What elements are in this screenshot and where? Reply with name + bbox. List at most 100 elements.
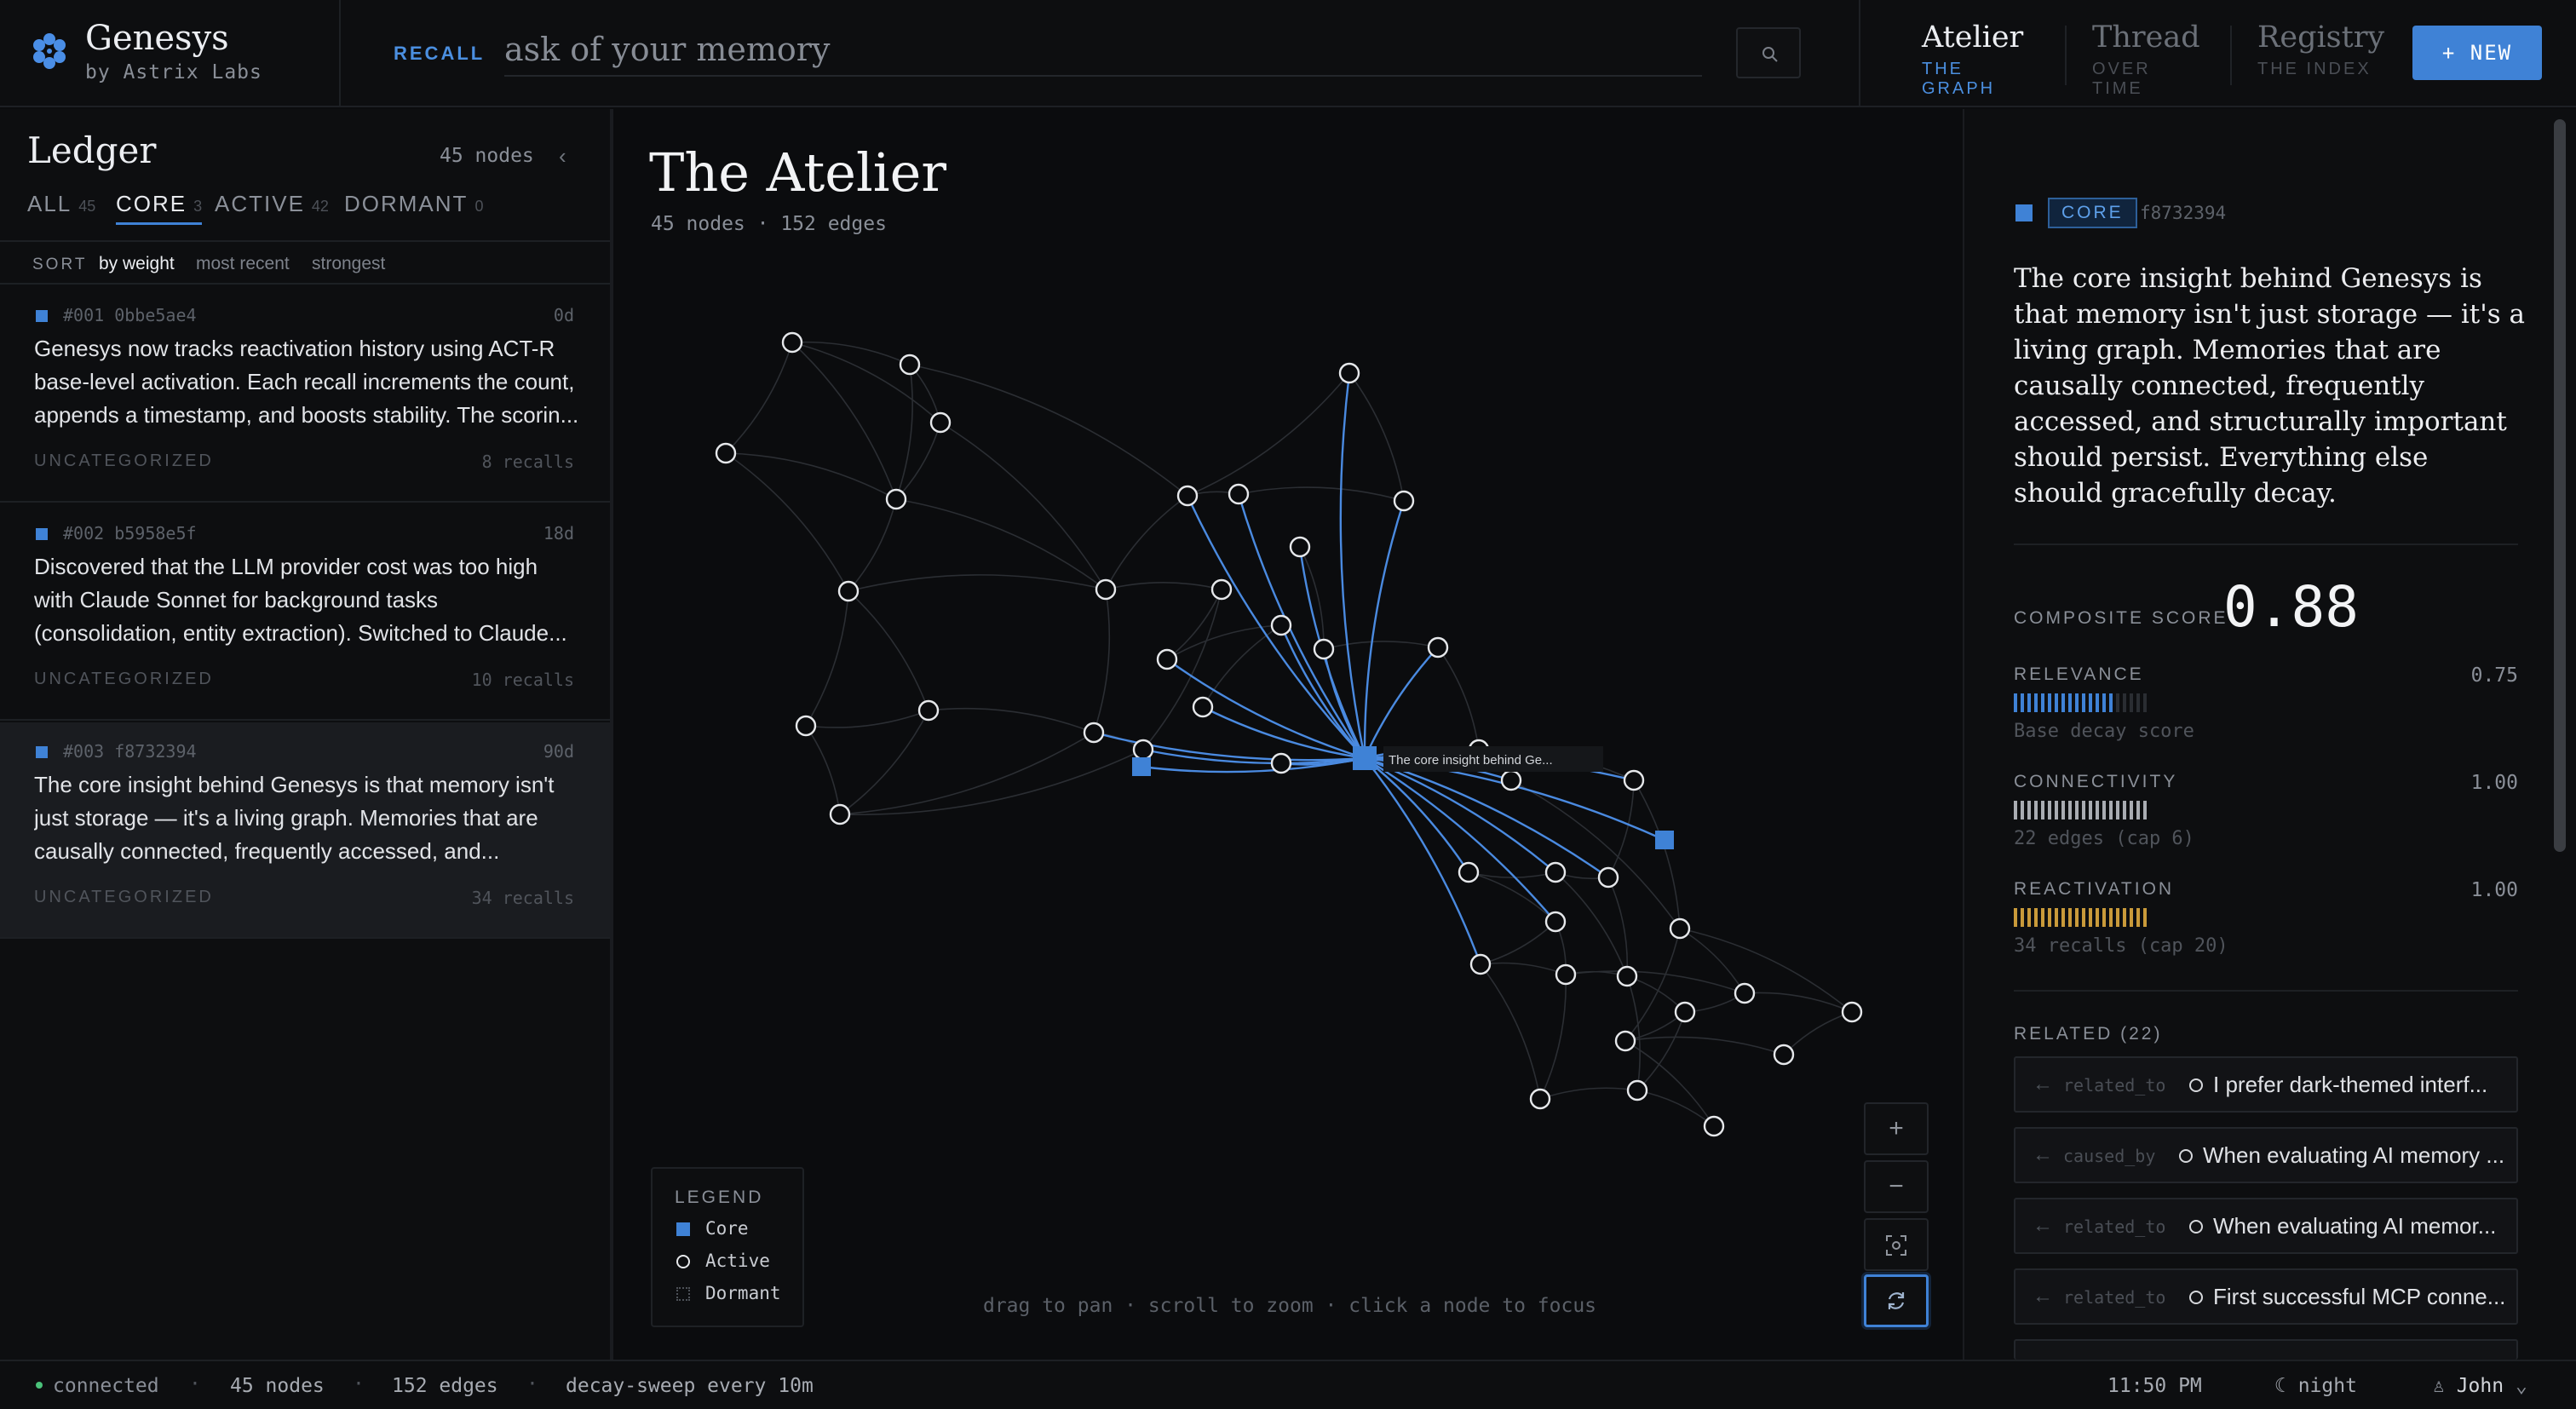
- filter-all-label: ALL: [27, 191, 72, 216]
- detail-scrollbar[interactable]: [2554, 119, 2566, 852]
- metric-tick: [2082, 801, 2085, 820]
- active-node-icon: [2189, 1078, 2203, 1092]
- graph-edge: [1624, 928, 1681, 1042]
- metric-tick: [2068, 908, 2072, 927]
- active-node[interactable]: [1544, 911, 1567, 933]
- active-node[interactable]: [1669, 917, 1691, 940]
- related-item[interactable]: ← related_to First successful MCP conne.…: [2014, 1268, 2518, 1325]
- focused-core-node[interactable]: [1353, 746, 1377, 770]
- sort-row: SORT by weight most recent strongest: [0, 240, 610, 285]
- related-item[interactable]: ← related_to When evaluating AI memor...: [2014, 1198, 2518, 1254]
- metric-tick: [2075, 693, 2079, 712]
- active-node[interactable]: [1338, 362, 1360, 384]
- active-node[interactable]: [929, 411, 952, 434]
- active-node[interactable]: [1469, 953, 1492, 975]
- active-node[interactable]: [1210, 578, 1233, 601]
- metric-tick: [2055, 801, 2058, 820]
- active-node[interactable]: [1270, 614, 1292, 636]
- metric-tick: [2041, 908, 2044, 927]
- active-node[interactable]: [795, 715, 817, 737]
- active-node[interactable]: [715, 442, 737, 464]
- active-node[interactable]: [885, 488, 907, 510]
- active-node[interactable]: [1623, 769, 1645, 791]
- active-node[interactable]: [781, 331, 803, 354]
- active-node[interactable]: [1529, 1088, 1551, 1110]
- graph-edge: [839, 710, 929, 815]
- related-item[interactable]: ← caused_by When evaluating AI memory ..…: [2014, 1127, 2518, 1183]
- active-node[interactable]: [1773, 1044, 1795, 1066]
- active-node[interactable]: [1192, 696, 1214, 718]
- active-node[interactable]: [1083, 722, 1105, 744]
- related-item[interactable]: ← related_to I prefer dark-themed interf…: [2014, 1056, 2518, 1113]
- zoom-in-button[interactable]: +: [1864, 1102, 1929, 1155]
- active-node[interactable]: [837, 580, 860, 602]
- active-node[interactable]: [1544, 861, 1567, 883]
- core-node[interactable]: [1132, 757, 1151, 776]
- sort-strongest[interactable]: strongest: [312, 254, 386, 273]
- active-node[interactable]: [1156, 648, 1178, 670]
- active-node[interactable]: [1393, 490, 1415, 512]
- sort-by-weight[interactable]: by weight: [99, 254, 175, 273]
- graph-edge: [1299, 546, 1325, 650]
- search-input[interactable]: [504, 24, 1702, 77]
- active-node[interactable]: [1555, 963, 1577, 986]
- search-button[interactable]: [1736, 27, 1801, 78]
- active-node[interactable]: [1095, 578, 1117, 601]
- graph-edge: [1607, 877, 1629, 977]
- card-recalls: 8 recalls: [481, 451, 574, 472]
- active-node[interactable]: [917, 699, 940, 722]
- collapse-sidebar-icon[interactable]: ‹: [559, 143, 566, 169]
- active-node[interactable]: [899, 354, 921, 376]
- theme-toggle[interactable]: ☾ night: [2274, 1375, 2357, 1397]
- memory-card-selected[interactable]: #003 f8732394 90d The core insight behin…: [0, 722, 610, 939]
- active-node[interactable]: [1500, 769, 1522, 791]
- core-square-icon: [2015, 204, 2033, 221]
- graph-edge: [839, 732, 1095, 815]
- fit-view-button[interactable]: [1864, 1218, 1929, 1271]
- active-node[interactable]: [1270, 752, 1292, 774]
- graph-canvas[interactable]: The core insight behind Ge... The Atelie…: [617, 109, 1963, 1360]
- tab-thread[interactable]: Thread OVER TIME: [2092, 20, 2200, 98]
- active-node[interactable]: [1616, 965, 1638, 987]
- active-node[interactable]: [1313, 638, 1335, 660]
- tab-atelier[interactable]: Atelier THE GRAPH: [1922, 20, 2023, 98]
- tab-registry[interactable]: Registry THE INDEX: [2257, 20, 2384, 89]
- active-node[interactable]: [1674, 1001, 1696, 1023]
- brand[interactable]: Genesys by Astrix Labs: [0, 0, 341, 107]
- main-nav: Atelier THE GRAPH Thread OVER TIME Regis…: [1859, 0, 2384, 107]
- card-id: #003 f8732394: [63, 741, 197, 762]
- active-node[interactable]: [829, 803, 851, 825]
- memory-card[interactable]: #002 b5958e5f 18d Discovered that the LL…: [0, 504, 610, 721]
- active-node-icon: [2189, 1220, 2203, 1234]
- active-node[interactable]: [1289, 536, 1311, 558]
- active-node[interactable]: [1703, 1115, 1725, 1137]
- active-node[interactable]: [1176, 485, 1199, 507]
- memory-graph[interactable]: The core insight behind Ge...: [617, 109, 1963, 1360]
- graph-edge: [805, 590, 849, 727]
- core-node[interactable]: [1655, 831, 1674, 849]
- active-node[interactable]: [1841, 1001, 1863, 1023]
- auto-layout-button[interactable]: [1864, 1274, 1929, 1327]
- graph-edge: [1565, 970, 1745, 994]
- active-node[interactable]: [1132, 739, 1154, 761]
- related-item[interactable]: [2014, 1339, 2518, 1360]
- active-node[interactable]: [1614, 1030, 1636, 1052]
- active-node[interactable]: [1734, 982, 1756, 1004]
- composite-score-value: 0.88: [2223, 574, 2359, 640]
- sort-most-recent[interactable]: most recent: [196, 254, 290, 273]
- zoom-out-button[interactable]: −: [1864, 1160, 1929, 1213]
- active-node[interactable]: [1458, 861, 1480, 883]
- memory-card[interactable]: #001 0bbe5ae4 0d Genesys now tracks reac…: [0, 286, 610, 503]
- new-button[interactable]: + NEW: [2412, 26, 2542, 80]
- filter-active-count: 42: [311, 198, 329, 215]
- active-node[interactable]: [1427, 636, 1449, 658]
- metric-tick: [2027, 801, 2031, 820]
- active-node[interactable]: [1597, 866, 1619, 889]
- active-node[interactable]: [1228, 483, 1250, 505]
- active-node[interactable]: [1626, 1079, 1648, 1101]
- user-menu[interactable]: ♙ John ⌄: [2433, 1375, 2527, 1397]
